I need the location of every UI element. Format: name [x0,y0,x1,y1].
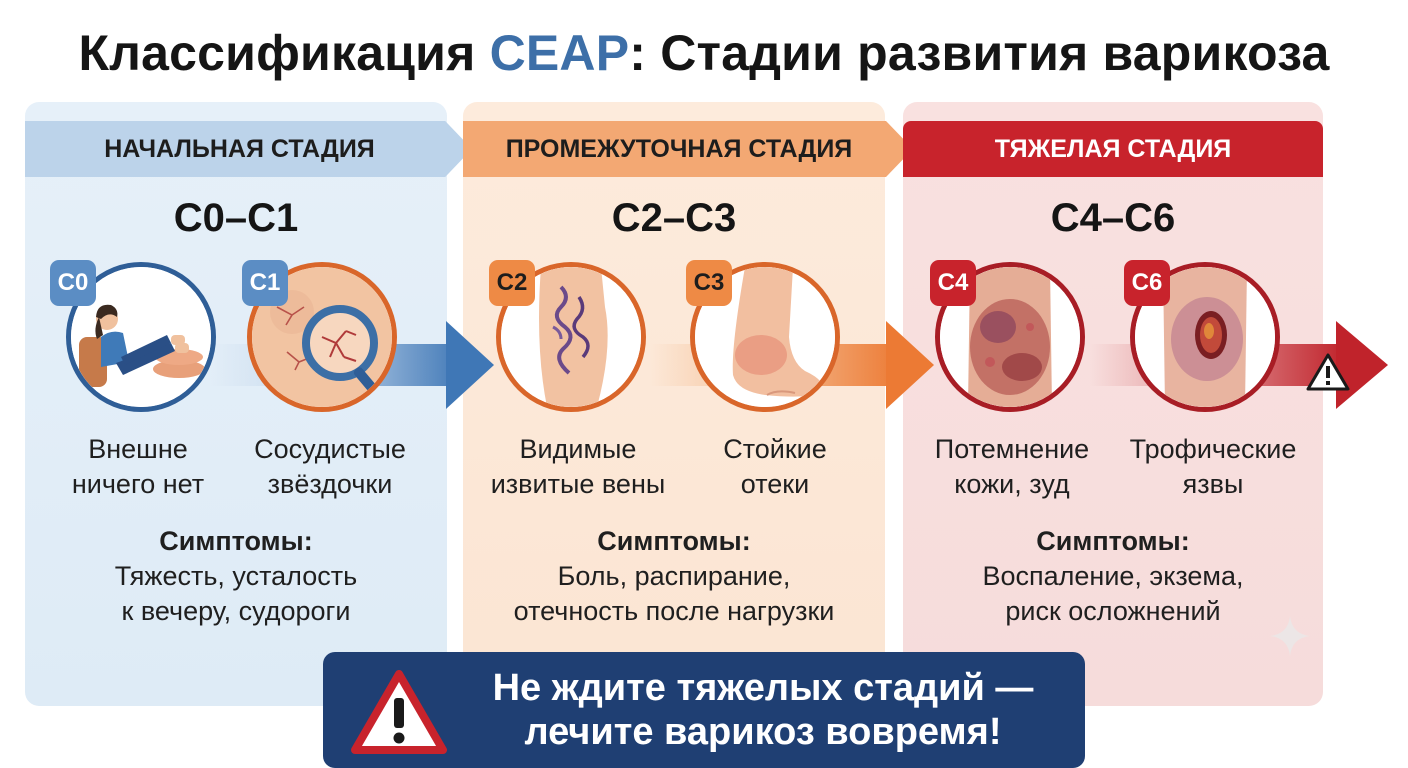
intermediate-stage-panel [463,102,885,706]
page-title: Классификация CEAP: Стадии развития вари… [0,24,1408,82]
varicose-veins-leg-icon [496,262,646,412]
arrow-head-orange [886,321,934,409]
symptoms-heading: Симптомы: [597,526,751,556]
symptoms-heading: Симптомы: [1036,526,1190,556]
intermediate-stage-symptoms: Симптомы: Боль, распирание, отечность по… [464,524,884,629]
severe-stage-banner: ТЯЖЕЛАЯ СТАДИЯ [903,121,1323,177]
title-suffix: : Стадии развития варикоза [629,25,1330,81]
badge-c0: C0 [50,260,96,306]
arrow-head-blue [446,321,494,409]
warning-text: Не ждите тяжелых стадий — лечите варикоз… [492,667,1034,753]
symptoms-heading: Симптомы: [159,526,313,556]
caption-c4: Потемнение кожи, зуд [934,434,1090,499]
badge-c3: C3 [686,260,732,306]
sparkle-icon [1270,616,1310,656]
title-accent: CEAP [489,25,630,81]
intermediate-stage-range: C2–C3 [611,196,737,240]
severe-stage-panel [903,102,1323,706]
arrow-head-red [1336,321,1388,409]
initial-stage-banner: НАЧАЛЬНАЯ СТАДИЯ [25,121,472,177]
initial-stage-symptoms: Симптомы: Тяжесть, усталость к вечеру, с… [26,524,446,629]
initial-stage-range: C0–C1 [173,196,299,240]
warning-triangle-icon [351,670,447,754]
badge-c1: C1 [242,260,288,306]
title-prefix: Классификация [78,25,490,81]
caption-c2: Видимые извитые вены [490,434,666,499]
badge-c6: C6 [1124,260,1170,306]
caption-c3: Стойкие отеки [723,434,827,499]
small-warning-triangle-icon [1306,353,1350,391]
caption-c1: Сосудистые звёздочки [254,434,406,499]
badge-c2: C2 [489,260,535,306]
intermediate-stage-banner: ПРОМЕЖУТОЧНАЯ СТАДИЯ [463,121,913,177]
severe-stage-range: C4–C6 [1050,196,1176,240]
severe-stage-symptoms: Симптомы: Воспаление, экзема, риск ослож… [903,524,1323,629]
badge-c4: C4 [930,260,976,306]
caption-c0: Внешне ничего нет [71,434,205,499]
darkened-skin-icon [935,262,1085,412]
caption-c6: Трофические язвы [1129,434,1297,499]
warning-callout: Не ждите тяжелых стадий — лечите варикоз… [323,652,1085,768]
initial-stage-panel [25,102,447,706]
